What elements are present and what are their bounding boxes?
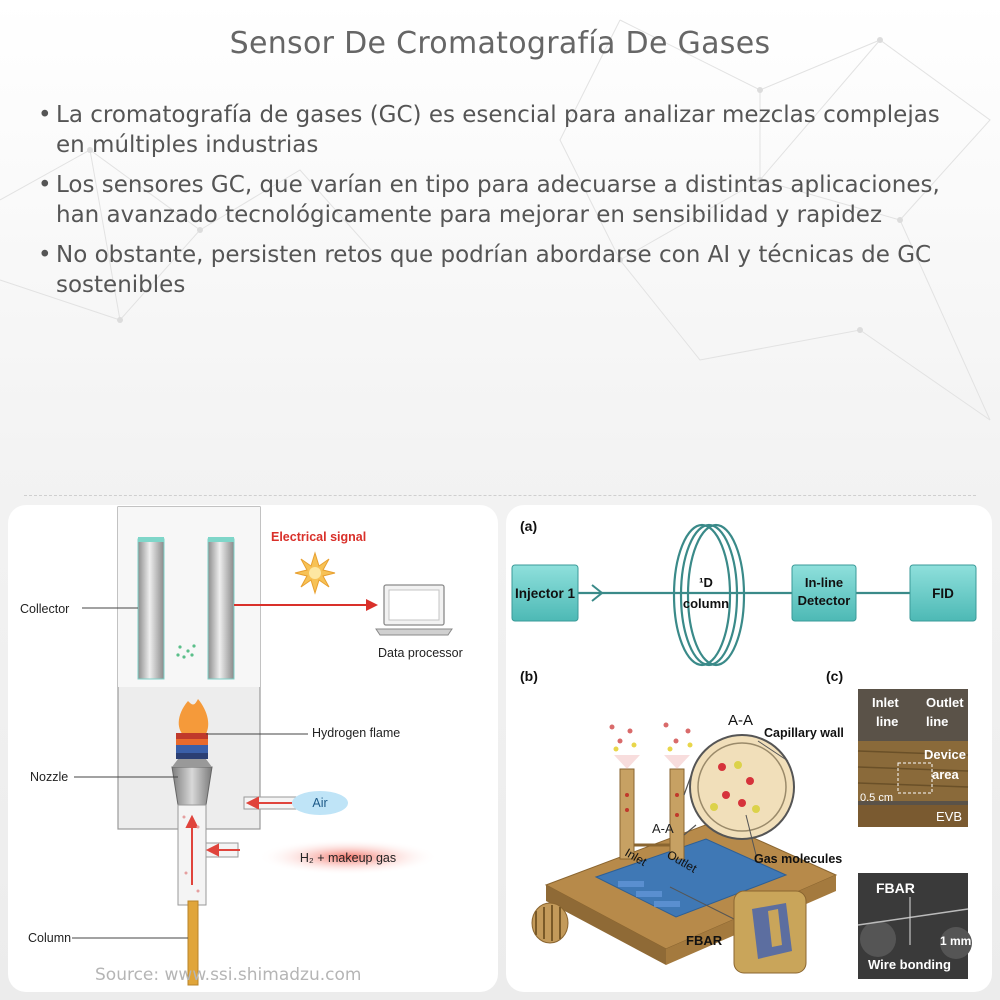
injector-label: Injector 1 — [515, 586, 576, 601]
column-1d-label: ¹D — [699, 575, 713, 590]
hydrogen-flame-graphic — [176, 699, 209, 759]
bullet-item: •Los sensores GC, que varían en tipo par… — [38, 172, 940, 228]
photo-fbar-label: FBAR — [876, 880, 915, 896]
h2-makeup-badge — [258, 839, 438, 875]
photo-line2-label: line — [926, 714, 948, 729]
label-b: (b) — [520, 668, 538, 684]
fbar-label: FBAR — [686, 933, 723, 948]
column-coil — [672, 523, 746, 667]
background-network-pattern — [0, 19, 991, 421]
section-divider — [24, 495, 976, 496]
column-label: Column — [28, 931, 71, 945]
aa-label: A-A — [728, 712, 753, 729]
fid-diagram-panel: Electrical signal Data processor Collect… — [8, 505, 498, 992]
collector-electrode-left — [137, 538, 165, 680]
signal-burst-icon — [294, 551, 336, 595]
collector-electrode-right — [207, 538, 235, 680]
fid-box — [909, 564, 977, 622]
nozzle-label: Nozzle — [30, 770, 68, 784]
micro-gc-diagram: (a) Injector 1 ¹D column In-line Detecto… — [511, 518, 977, 979]
air-badge — [292, 791, 348, 815]
device-label: Device — [924, 747, 966, 762]
nozzle-graphic — [171, 766, 213, 806]
area-label: area — [932, 767, 960, 782]
inline-detector-box — [791, 564, 857, 622]
wire-bonding-label: Wire bonding — [868, 957, 951, 972]
aa-small-label: A-A — [652, 821, 674, 836]
label-a: (a) — [520, 518, 537, 534]
evb-label: EVB — [936, 809, 962, 824]
source-credit: Source: www.ssi.shimadzu.com — [95, 965, 362, 985]
photo-outlet-label: Outlet — [926, 695, 964, 710]
h2-makeup-label: H₂ + makeup gas — [300, 851, 396, 865]
collector-label: Collector — [20, 602, 69, 616]
photo-inlet-label: Inlet — [872, 695, 899, 710]
half-cm-label: 0.5 cm — [860, 792, 893, 804]
laptop-icon — [375, 584, 453, 636]
inline-label: In-line — [805, 575, 843, 590]
injector-box — [511, 564, 579, 622]
bullet-item: •La cromatografía de gases (GC) es esenc… — [38, 102, 940, 158]
photo-line1-label: line — [876, 714, 898, 729]
air-label: Air — [312, 796, 327, 810]
label-c: (c) — [826, 668, 843, 684]
bullet-item: •No obstante, persisten retos que podría… — [38, 242, 932, 298]
fid-diagram: Electrical signal Data processor Collect… — [20, 506, 463, 986]
capillary-cross-section — [689, 734, 795, 840]
fid-label: FID — [932, 586, 954, 601]
hydrogen-flame-label: Hydrogen flame — [312, 726, 400, 740]
micro-gc-panel: (a) Injector 1 ¹D column In-line Detecto… — [506, 505, 992, 992]
detector-label: Detector — [798, 593, 851, 608]
page-title: Sensor De Cromatografía De Gases — [229, 26, 771, 61]
capillary-wall-label: Capillary wall — [764, 726, 844, 740]
bullet-list: •La cromatografía de gases (GC) es esenc… — [36, 100, 966, 310]
ions-dots — [176, 644, 196, 659]
data-processor-label: Data processor — [378, 646, 463, 660]
column-word-label: column — [683, 596, 729, 611]
one-mm-label: 1 mm — [940, 934, 971, 948]
electrical-signal-label: Electrical signal — [271, 530, 366, 544]
gas-molecules-label: Gas molecules — [754, 852, 842, 866]
